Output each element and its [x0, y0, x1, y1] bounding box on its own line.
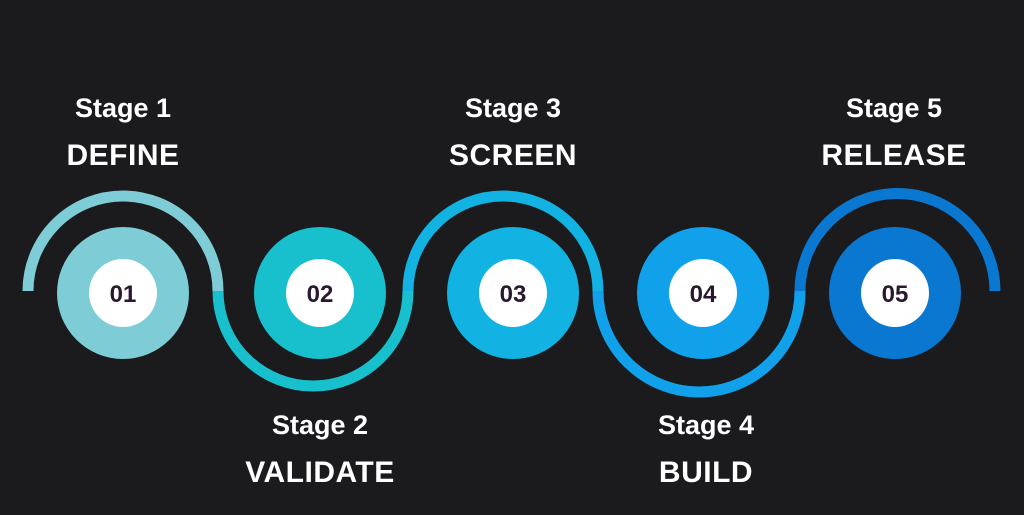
stage-node-1: 01 — [57, 227, 189, 359]
stage-label-3: Stage 3 SCREEN — [403, 92, 623, 174]
stage-number-2: 02 — [307, 281, 334, 308]
stage-label-1: Stage 1 DEFINE — [13, 92, 233, 174]
stage-title-5: Stage 5 — [845, 93, 943, 123]
stage-number-5: 05 — [882, 281, 909, 308]
stage-number-3: 03 — [500, 281, 527, 308]
stage-name-1: DEFINE — [66, 139, 180, 172]
stage-number-4: 04 — [690, 281, 717, 308]
stage-name-4: BUILD — [658, 456, 754, 489]
stage-node-5: 05 — [829, 227, 961, 359]
stage-node-3: 03 — [447, 227, 579, 359]
connector-arc-2 — [212, 290, 414, 392]
stage-label-4: Stage 4 BUILD — [596, 409, 816, 491]
stage-label-2: Stage 2 VALIDATE — [210, 409, 430, 491]
stage-node-2: 02 — [254, 227, 386, 359]
connector-arc-3 — [402, 190, 604, 292]
stage-title-2: Stage 2 — [271, 410, 369, 440]
stage-node-4: 04 — [637, 227, 769, 359]
connector-arc-1 — [22, 190, 224, 292]
stage-number-1: 01 — [110, 281, 137, 308]
stage-title-3: Stage 3 — [464, 93, 562, 123]
stage-name-3: SCREEN — [448, 139, 578, 172]
stage-name-2: VALIDATE — [245, 456, 395, 489]
stage-label-5: Stage 5 RELEASE — [784, 92, 1004, 174]
stage-name-5: RELEASE — [821, 139, 967, 172]
stage-title-1: Stage 1 — [74, 93, 172, 123]
connector-arc-4 — [592, 290, 806, 398]
stage-title-4: Stage 4 — [657, 410, 755, 440]
connector-arc-5 — [794, 188, 1001, 292]
